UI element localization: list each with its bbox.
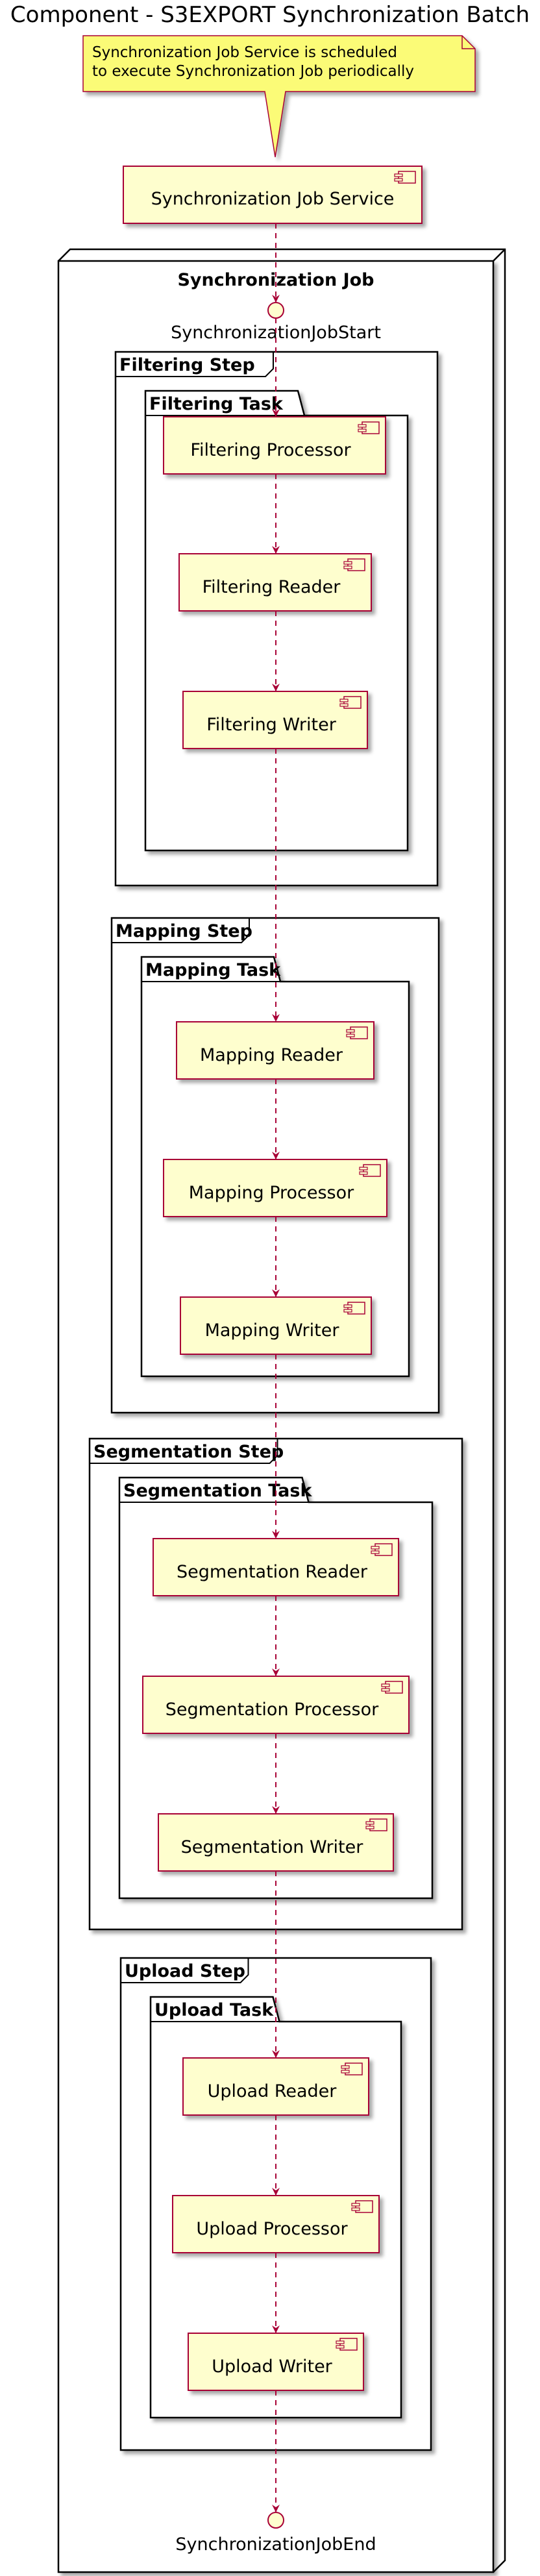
component-label: Upload Writer [212,2357,332,2377]
task-label: Filtering Task [149,394,284,414]
component-upload-reader: Upload Reader [182,2057,369,2116]
component-label: Filtering Writer [206,715,336,735]
component-filtering-processor: Filtering Processor [163,416,386,475]
step-label: Upload Step [125,1961,245,1981]
note-line-2: to execute Synchronization Job periodica… [92,63,414,80]
component-mapping-writer: Mapping Writer [180,1296,372,1355]
job-end-label: SynchronizationJobEnd [175,2534,376,2555]
component-label: Upload Reader [208,2081,338,2101]
component-icon [381,1681,403,1694]
component-label: Mapping Writer [205,1320,340,1341]
component-label: Segmentation Writer [181,1837,364,1857]
component-icon [359,1164,381,1177]
component-filtering-writer: Filtering Writer [182,691,368,749]
component-icon [351,2200,373,2213]
component-icon [336,2338,358,2351]
component-label: Filtering Reader [202,577,341,597]
component-icon [341,2062,363,2075]
component-label: Mapping Reader [200,1045,343,1065]
component-icon [343,558,365,571]
note-line-1: Synchronization Job Service is scheduled [92,44,397,61]
component-label: Upload Processor [196,2219,348,2239]
component-icon [339,696,362,709]
diagram-title: Component - S3EXPORT Synchronization Bat… [10,2,530,28]
component-label: Segmentation Reader [177,1562,368,1582]
component-icon [365,1818,387,1831]
scheduler-note: Synchronization Job Service is scheduled… [82,35,476,158]
component-filtering-reader: Filtering Reader [178,553,372,612]
task-label: Mapping Task [145,960,281,980]
component-upload-processor: Upload Processor [172,2195,380,2253]
component-icon [346,1026,368,1039]
component-label: Segmentation Processor [166,1700,379,1720]
component-segmentation-reader: Segmentation Reader [153,1538,399,1596]
task-label: Segmentation Task [123,1481,312,1501]
component-segmentation-processor: Segmentation Processor [142,1676,410,1734]
component-label: Filtering Processor [190,440,351,460]
component-upload-writer: Upload Writer [188,2333,364,2391]
task-label: Upload Task [154,2000,274,2020]
service-label: Synchronization Job Service [151,189,395,209]
component-icon [343,1302,365,1315]
component-icon [358,421,380,434]
component-mapping-reader: Mapping Reader [176,1021,374,1080]
step-label: Filtering Step [119,355,255,375]
step-label: Mapping Step [116,921,252,941]
job-end-interface: SynchronizationJobEnd [175,2512,376,2555]
component-mapping-processor: Mapping Processor [163,1159,387,1217]
component-segmentation-writer: Segmentation Writer [158,1813,394,1872]
synchronization-job-service: Synchronization Job Service [123,166,423,224]
component-label: Mapping Processor [189,1183,354,1203]
component-icon [371,1543,393,1556]
step-label: Segmentation Step [93,1442,284,1462]
